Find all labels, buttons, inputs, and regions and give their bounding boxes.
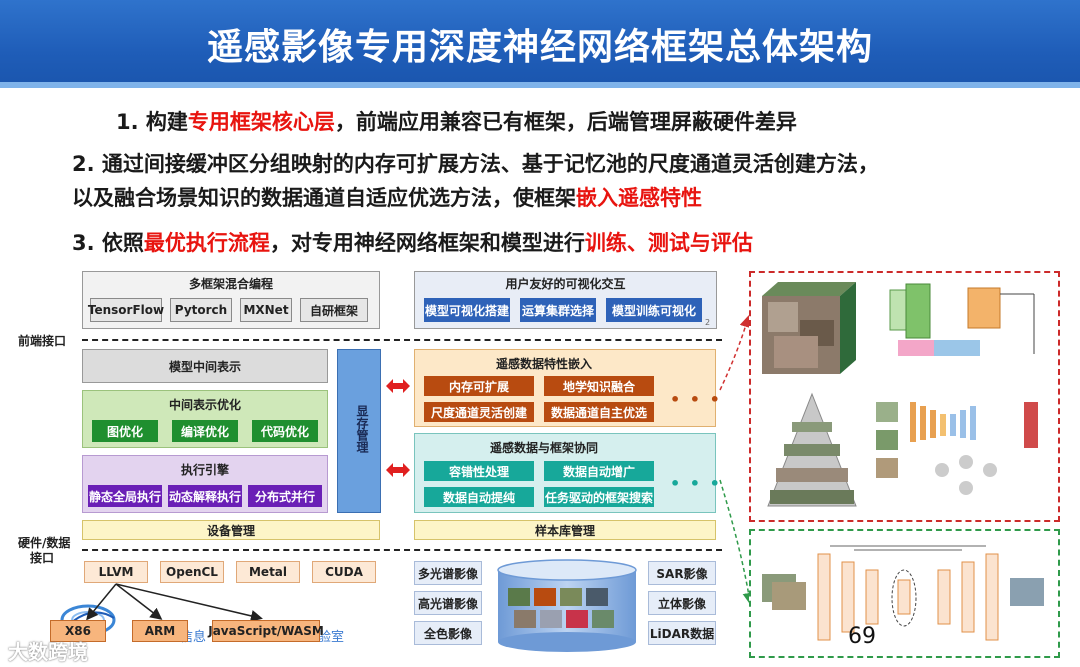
graph-optimization: 图优化 (92, 420, 158, 442)
visual-interaction-title: 用户友好的可视化交互 (505, 276, 626, 291)
framework-custom: 自研框架 (300, 298, 368, 322)
bullet-2-line-2: 以及融合场景知识的数据通道自适应优选方法，使框架嵌入遥感特性 (72, 182, 702, 212)
framework-tensorflow: TensorFlow (88, 298, 164, 322)
rs-coop-detail-figure (762, 545, 1044, 641)
framework-pytorch: Pytorch (170, 298, 232, 322)
data-sar: SAR影像 (648, 561, 716, 585)
hw-arm: ARM (132, 620, 188, 642)
distributed-parallel: 分布式并行 (248, 485, 322, 507)
sample-database-cylinder (497, 559, 637, 652)
rs-coop-ellipsis: • • • (670, 474, 722, 493)
watermark: 大数跨境 (8, 636, 88, 665)
static-global-exec: 静态全局执行 (88, 485, 162, 507)
memory-scalable: 内存可扩展 (424, 376, 534, 396)
data-purify: 数据自动提纯 (424, 487, 534, 507)
task-driven-search: 任务驱动的框架搜索 (544, 487, 654, 507)
bullet-3-red-2: 训练、测试与评估 (584, 231, 753, 255)
hw-metal: Metal (236, 561, 300, 583)
device-management: 设备管理 (82, 520, 380, 540)
hardware-label-line-1: 硬件/数据 (18, 536, 71, 550)
double-arrow-lower (386, 463, 410, 477)
bullet-1: 1. 构建专用框架核心层，前端应用兼容已有框架，后端管理屏蔽硬件差异 (116, 106, 797, 136)
code-optimization: 代码优化 (252, 420, 318, 442)
rs-embed-title: 遥感数据特性嵌入 (495, 356, 592, 371)
frontend-divider (82, 339, 722, 341)
bullet-1-red: 专用框架核心层 (187, 110, 335, 134)
compile-optimization: 编译优化 (172, 420, 238, 442)
fault-tolerance: 容错性处理 (424, 461, 534, 481)
visual-training: 模型训练可视化 (606, 298, 702, 322)
rs-embed-ellipsis: • • • (670, 390, 722, 409)
data-panchromatic: 全色影像 (414, 621, 482, 645)
rs-embed-detail-figure (762, 282, 1038, 507)
data-hyperspectral: 高光谱影像 (414, 591, 482, 615)
double-arrow-upper (386, 379, 410, 393)
hw-cuda: CUDA (312, 561, 376, 583)
bullet-2-red: 嵌入遥感特性 (576, 186, 702, 210)
bullet-1-pre: 1. 构建 (116, 110, 188, 134)
bullet-3: 3. 依照最优执行流程，对专用神经网络框架和模型进行训练、测试与评估 (72, 227, 753, 257)
model-ir-box: 模型中间表示 (82, 349, 328, 383)
data-lidar: LiDAR数据 (648, 621, 716, 645)
execution-engine-title: 执行引擎 (180, 462, 229, 477)
title-underline (0, 82, 1080, 88)
memory-management-box (337, 349, 381, 513)
hw-opencl: OpenCL (160, 561, 224, 583)
data-multispectral: 多光谱影像 (414, 561, 482, 585)
data-augment: 数据自动增广 (544, 461, 654, 481)
bullet-1-post: ，前端应用兼容已有框架，后端管理屏蔽硬件差异 (334, 110, 797, 134)
bullet-2-line-1: 2. 通过间接缓冲区分组映射的内存可扩展方法、基于记忆池的尺度通道灵活创建方法， (72, 152, 879, 176)
ir-optimization-title: 中间表示优化 (168, 397, 241, 412)
visual-cluster-select: 运算集群选择 (520, 298, 596, 322)
llvm-arrows (86, 583, 263, 622)
footer-fragment-2: 验室 (318, 630, 345, 645)
hw-llvm: LLVM (84, 561, 148, 583)
watermark-text: 大数跨境 (8, 640, 88, 664)
bullet-3-pre: 3. 依照 (72, 231, 144, 255)
rs-coop-title: 遥感数据与框架协同 (489, 440, 598, 455)
hardware-label-line-2: 接口 (30, 551, 55, 565)
page-title: 遥感影像专用深度神经网络框架总体架构 (206, 27, 873, 68)
dynamic-interp-exec: 动态解释执行 (168, 485, 242, 507)
hw-x86: X86 (50, 620, 106, 642)
hw-javascript-wasm: JavaScript/WASM (208, 620, 324, 642)
visual-model-build: 模型可视化搭建 (424, 298, 510, 322)
hardware-divider (82, 549, 722, 551)
bullet-3-red-1: 最优执行流程 (143, 231, 270, 255)
data-stereo: 立体影像 (648, 591, 716, 615)
panel-connectors (719, 315, 755, 605)
scale-channel-create: 尺度通道灵活创建 (424, 402, 534, 422)
frontend-label: 前端接口 (18, 334, 67, 348)
bullet-2-pre: 以及融合场景知识的数据通道自适应优选方法，使框架 (72, 186, 576, 210)
sample-library: 样本库管理 (414, 520, 716, 540)
visual-corner-mark: 2 (705, 318, 711, 327)
data-channel-select: 数据通道自主优选 (544, 402, 654, 422)
title-bar (0, 0, 1080, 88)
geo-knowledge-fusion: 地学知识融合 (544, 376, 654, 396)
multi-framework-title: 多框架混合编程 (188, 276, 273, 291)
framework-mxnet: MXNet (240, 298, 292, 322)
page-number: 69 (848, 624, 876, 649)
memory-management-title: 显存管理 (355, 405, 369, 453)
bullet-3-mid: ，对专用神经网络框架和模型进行 (269, 231, 585, 255)
